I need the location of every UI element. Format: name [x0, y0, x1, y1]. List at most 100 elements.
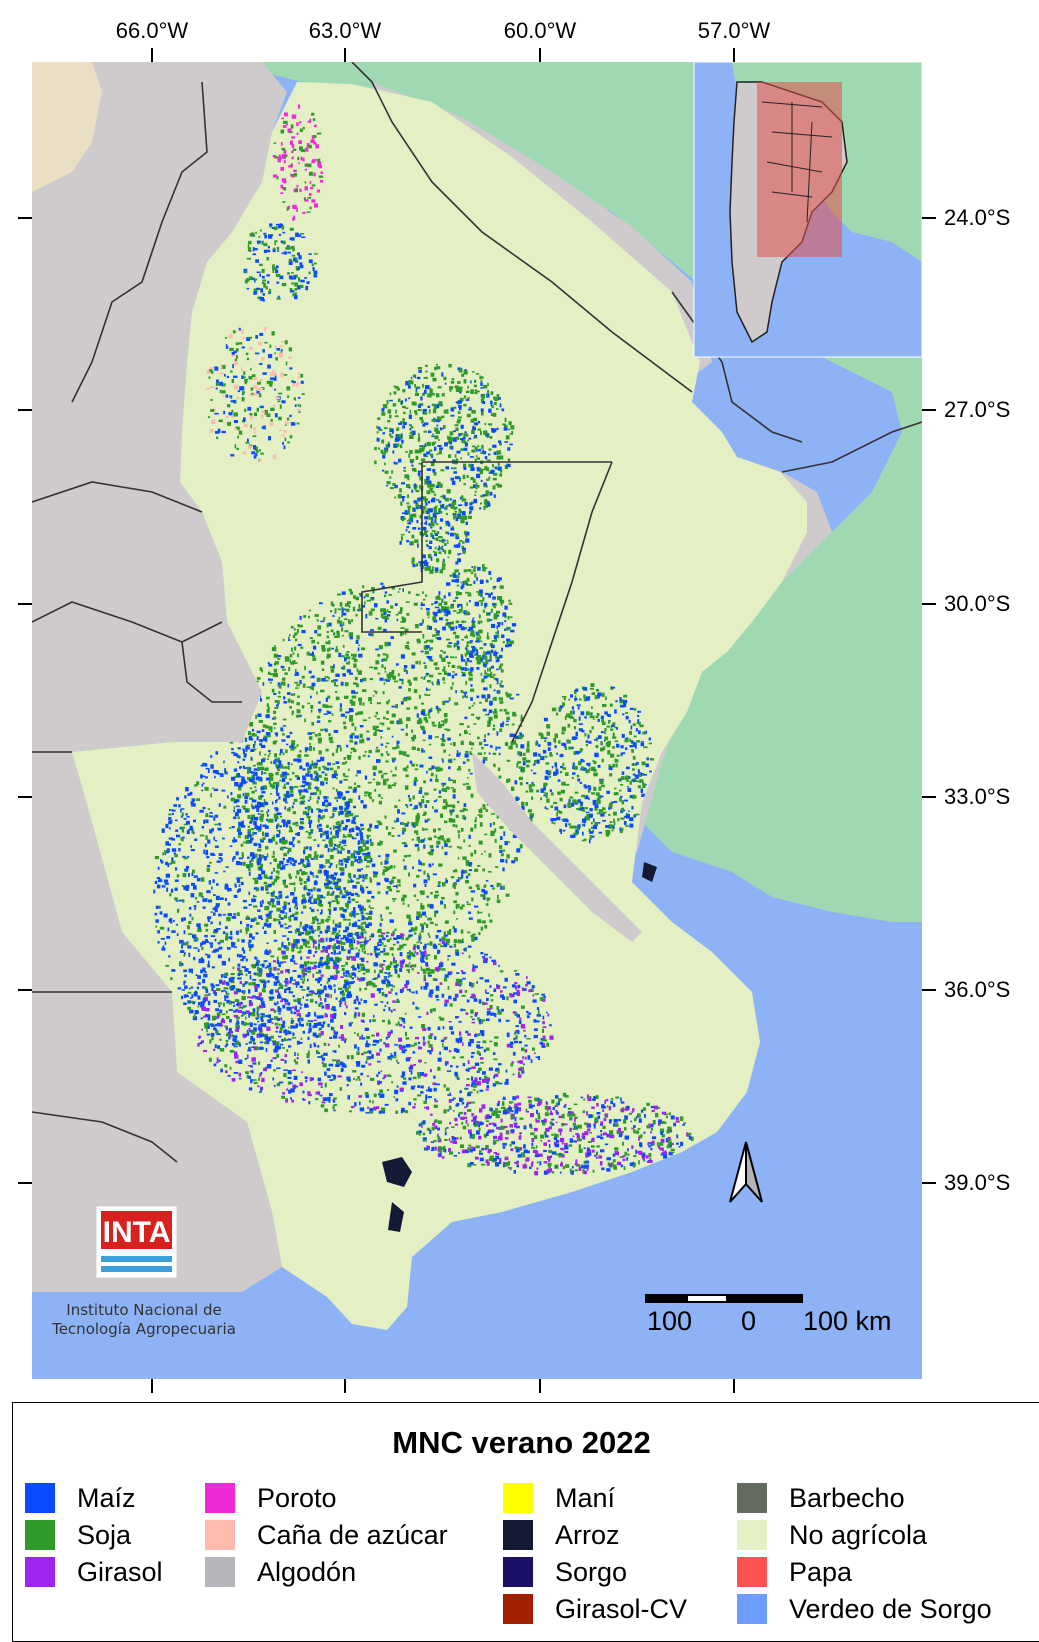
crop-pixel — [287, 1002, 291, 1006]
crop-pixel — [194, 938, 199, 941]
crop-pixel — [320, 919, 325, 924]
crop-pixel — [258, 992, 262, 997]
crop-pixel — [275, 896, 278, 899]
crop-pixel — [352, 898, 356, 901]
crop-pixel — [219, 1009, 223, 1013]
crop-pixel — [280, 1043, 284, 1046]
crop-pixel — [393, 820, 397, 823]
crop-pixel — [516, 693, 520, 696]
crop-pixel — [369, 910, 373, 915]
crop-pixel — [259, 1041, 264, 1044]
crop-pixel — [468, 1067, 472, 1070]
crop-pixel — [196, 986, 199, 990]
crop-pixel — [293, 896, 298, 901]
crop-pixel — [369, 792, 372, 796]
crop-pixel — [191, 803, 196, 807]
crop-pixel — [281, 998, 285, 1001]
crop-pixel — [183, 823, 188, 826]
crop-pixel — [414, 843, 419, 847]
crop-pixel — [337, 1075, 342, 1078]
crop-pixel — [313, 1044, 317, 1048]
crop-pixel — [332, 603, 335, 607]
crop-pixel — [210, 935, 216, 937]
crop-pixel — [429, 647, 431, 651]
crop-pixel — [190, 1000, 194, 1004]
crop-pixel — [283, 1069, 288, 1071]
crop-pixel — [312, 920, 316, 924]
crop-pixel — [274, 817, 277, 822]
crop-pixel — [478, 911, 483, 914]
crop-pixel — [358, 795, 361, 800]
lon-label-66w: 66.0°W — [115, 18, 189, 43]
crop-pixel — [302, 1098, 304, 1101]
crop-pixel — [468, 861, 472, 866]
crop-pixel — [369, 678, 374, 681]
crop-pixel — [358, 653, 363, 658]
crop-pixel — [349, 982, 354, 984]
crop-pixel — [300, 1023, 304, 1027]
crop-pixel — [247, 815, 251, 819]
crop-pixel — [369, 838, 372, 843]
crop-pixel — [443, 904, 446, 909]
crop-pixel — [374, 825, 379, 829]
crop-pixel — [490, 832, 495, 837]
crop-pixel — [395, 766, 397, 771]
crop-pixel — [360, 926, 364, 929]
crop-pixel — [506, 854, 510, 859]
crop-pixel — [348, 660, 350, 664]
crop-pixel — [293, 758, 298, 762]
crop-pixel — [399, 989, 403, 993]
crop-pixel — [333, 907, 337, 911]
crop-pixel — [284, 806, 287, 810]
crop-pixel — [363, 1000, 367, 1004]
crop-pixel — [247, 865, 249, 868]
crop-pixel — [397, 947, 402, 951]
crop-pixel — [406, 914, 411, 919]
crop-pixel — [473, 1088, 476, 1091]
crop-pixel — [347, 879, 349, 884]
crop-pixel — [434, 955, 437, 960]
crop-pixel — [282, 668, 286, 671]
crop-pixel — [483, 890, 488, 895]
crop-pixel — [241, 939, 245, 943]
crop-pixel — [373, 772, 376, 776]
crop-pixel — [435, 596, 439, 600]
crop-pixel — [394, 603, 398, 606]
crop-pixel — [324, 728, 326, 731]
crop-pixel — [466, 1078, 470, 1080]
crop-pixel — [346, 858, 349, 863]
crop-pixel — [233, 1014, 238, 1018]
crop-pixel — [349, 933, 353, 938]
crop-pixel — [205, 835, 208, 840]
crop-pixel — [298, 1022, 301, 1026]
crop-pixel — [327, 1096, 331, 1102]
crop-pixel — [481, 1032, 485, 1037]
crop-pixel — [371, 933, 374, 936]
crop-pixel — [172, 812, 174, 815]
crop-pixel — [604, 1143, 609, 1146]
crop-pixel — [345, 1005, 348, 1009]
crop-pixel — [338, 934, 341, 937]
crop-pixel — [371, 587, 375, 590]
crop-pixel — [282, 718, 287, 721]
crop-pixel — [447, 1094, 452, 1096]
crop-pixel — [423, 974, 426, 979]
crop-pixel — [293, 1059, 296, 1063]
crop-pixel — [307, 1031, 311, 1034]
crop-pixel — [280, 774, 283, 778]
crop-pixel — [411, 652, 416, 656]
crop-pixel — [226, 999, 231, 1004]
crop-pixel — [262, 983, 265, 988]
crop-pixel — [334, 826, 340, 829]
crop-pixel — [292, 899, 296, 904]
crop-pixel — [210, 1032, 215, 1037]
crop-pixel — [254, 824, 258, 830]
crop-pixel — [349, 1110, 352, 1113]
crop-pixel — [248, 982, 252, 986]
crop-pixel — [267, 1064, 272, 1069]
crop-pixel — [295, 875, 297, 879]
crop-pixel — [483, 687, 488, 691]
crop-pixel — [323, 617, 326, 621]
crop-pixel — [318, 711, 321, 714]
crop-pixel — [324, 949, 327, 953]
